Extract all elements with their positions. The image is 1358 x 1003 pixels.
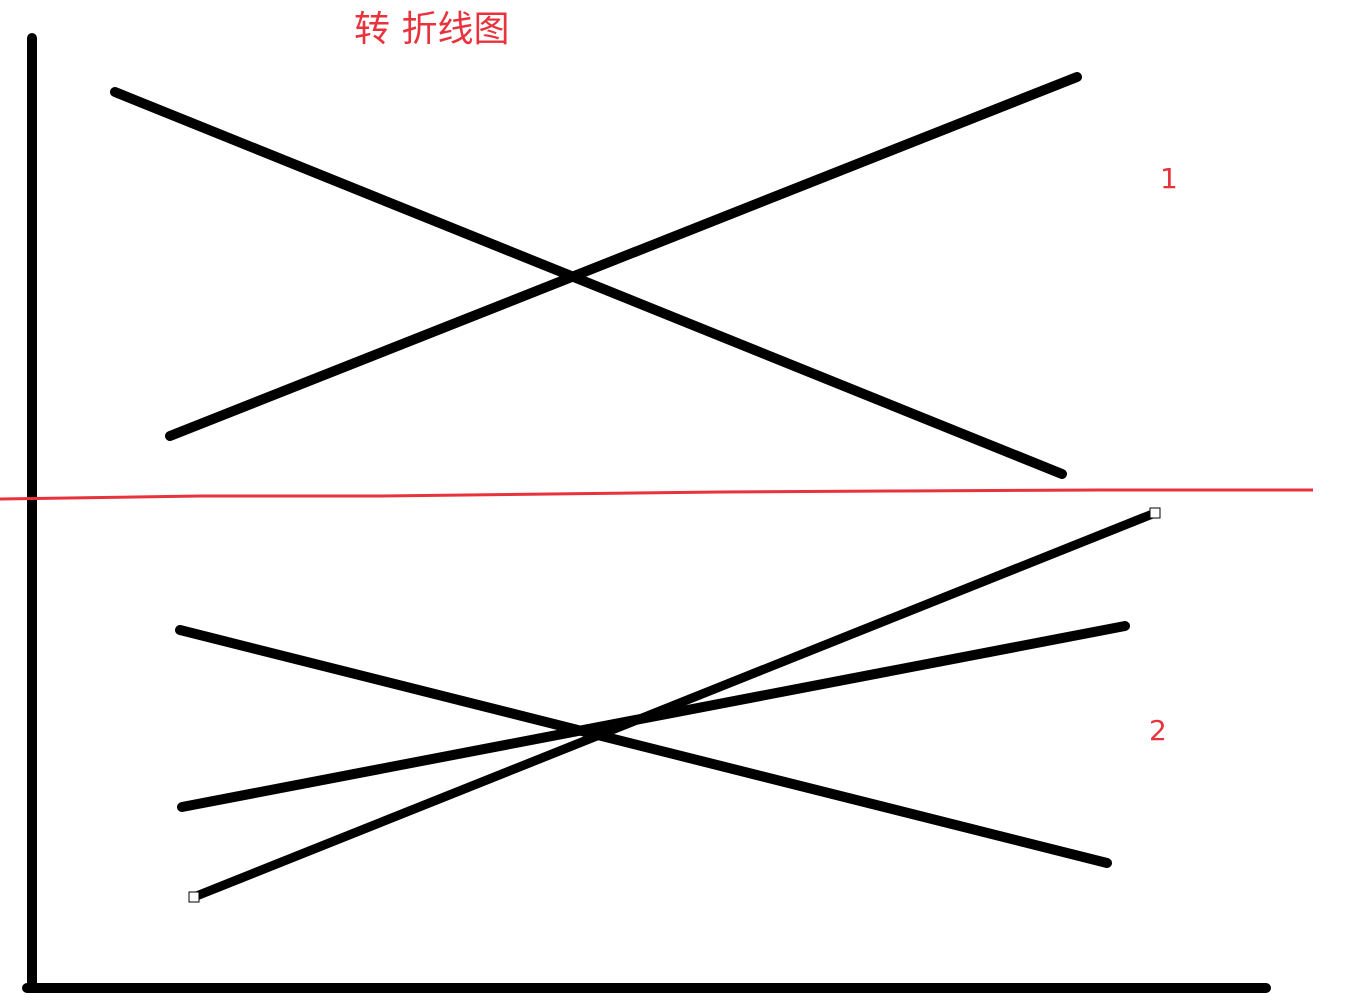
sketch-title: 转 折线图 (354, 9, 510, 50)
line-endpoint-handle-end[interactable] (1149, 507, 1161, 519)
section-label-2: 2 (1149, 714, 1167, 747)
section-2-line-descending (175, 625, 1112, 868)
line-endpoint-handle-start[interactable] (188, 891, 200, 903)
section-1-line-descending (110, 87, 1067, 479)
section-1-line-ascending (165, 72, 1082, 441)
section-label-1: 1 (1160, 162, 1178, 195)
section-divider-line (0, 488, 1313, 501)
section-2-line-steep-ascending (192, 508, 1157, 902)
